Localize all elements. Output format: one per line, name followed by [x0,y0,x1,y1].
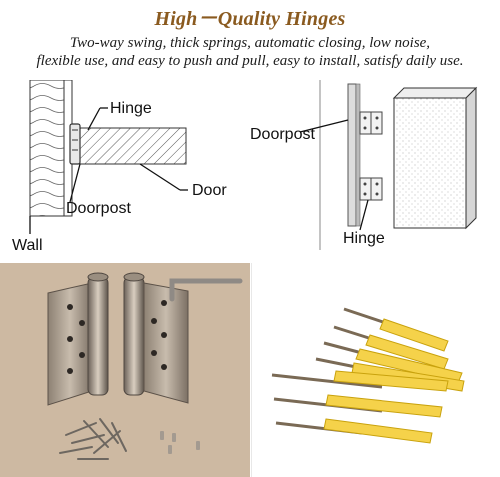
door-panel-right [393,97,467,229]
anchor-screws-photo [251,263,500,477]
doorpost-shape-right [347,83,357,227]
double-action-hinge-left [47,272,109,406]
hinge-product-photo [0,263,250,477]
hinge-label-left: Hinge [110,100,152,117]
description-line-1: Two-way swing, thick springs, automatic … [69,35,431,51]
allen-key [169,278,243,302]
anchor-set-5 [271,370,449,392]
left-diagram [29,80,188,234]
anchor-screws-illustration [271,307,465,444]
screw-pile [59,418,127,460]
description-line-2: flexible use, and easy to push and pull,… [36,53,464,69]
double-action-hinge-right [123,272,189,404]
doorpost-label-left: Doorpost [66,200,131,217]
right-diagram [299,80,478,250]
door-label: Door [192,182,227,199]
door-shape-left [79,127,187,165]
pin-pieces [160,431,200,454]
doorpost-label-right: Doorpost [250,126,315,143]
page-title: High－Quality Hinges [154,8,346,30]
hinge-label-right: Hinge [343,230,385,247]
hinge-photo-illustration [0,263,250,477]
wall-shape [29,80,65,217]
installation-diagram-drawing [29,80,478,250]
anchor-set-6 [273,394,443,418]
installation-diagram: Hinge Doorpost Door Wall Doorpost Hinge [0,80,500,263]
anchor-set-1 [343,307,449,352]
anchor-set-7 [275,418,433,444]
wall-label: Wall [12,237,43,254]
